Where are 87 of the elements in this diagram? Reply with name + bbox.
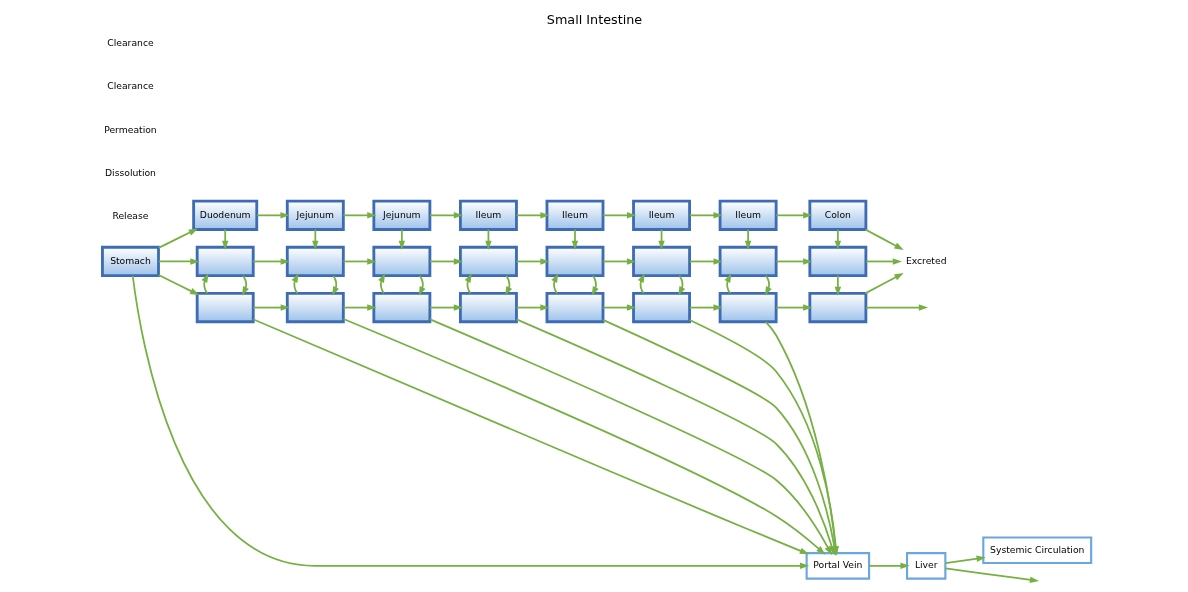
arrow xyxy=(201,273,208,295)
arrow xyxy=(863,228,904,250)
node-box: Colon xyxy=(807,199,867,231)
arrow xyxy=(764,274,772,296)
node-box xyxy=(371,291,431,324)
node-box xyxy=(718,291,778,324)
node-box xyxy=(195,245,255,278)
arrow xyxy=(504,274,512,296)
arrow xyxy=(428,318,832,556)
arrow xyxy=(864,304,928,311)
node-box: Systemic Circulation xyxy=(981,536,1092,565)
node-box: Jejunum xyxy=(371,199,431,231)
node-box: Jejunum xyxy=(285,199,345,231)
arrow xyxy=(221,228,228,250)
arrow xyxy=(723,273,731,295)
arrow xyxy=(744,228,751,250)
node-box: Portal Vein xyxy=(805,552,870,580)
arrow xyxy=(331,274,339,296)
arrow xyxy=(241,274,249,296)
node-box xyxy=(631,245,691,278)
node-box xyxy=(285,291,345,324)
label: Dissolution xyxy=(104,166,156,178)
node-box: Duodenum xyxy=(191,199,258,231)
node-box xyxy=(545,245,604,278)
arrow xyxy=(601,258,636,265)
node-box xyxy=(807,245,867,278)
arrow xyxy=(601,212,636,219)
node-box xyxy=(371,245,431,278)
arrow xyxy=(157,274,199,296)
arrow xyxy=(311,228,319,250)
arrow xyxy=(774,258,812,265)
arrow xyxy=(342,304,376,311)
arrow xyxy=(774,304,812,311)
label: Release xyxy=(111,210,148,222)
node-box: Ileum xyxy=(718,199,778,231)
label: Clearance xyxy=(106,37,154,49)
arrow xyxy=(255,212,290,219)
arrow xyxy=(834,274,841,297)
node-box: Ileum xyxy=(545,199,604,231)
arrow xyxy=(774,212,812,219)
node-box: Ileum xyxy=(631,199,691,231)
arrow xyxy=(418,274,426,296)
arrow xyxy=(864,258,902,265)
arrow xyxy=(428,258,463,265)
node-box: Stomach xyxy=(100,245,160,278)
arrow xyxy=(251,258,290,265)
node-box xyxy=(718,245,778,278)
arrow xyxy=(398,228,405,250)
arrow xyxy=(688,304,723,311)
node-box xyxy=(458,291,518,324)
node-box xyxy=(631,291,691,324)
arrow xyxy=(342,258,376,265)
node-box xyxy=(807,291,867,324)
arrow xyxy=(688,258,723,265)
arrow xyxy=(252,318,809,555)
arrow xyxy=(157,258,200,265)
node-box xyxy=(545,291,604,324)
arrow xyxy=(867,562,910,570)
label: Permeation xyxy=(103,123,157,135)
arrow xyxy=(601,304,636,311)
arrow xyxy=(428,304,463,311)
arrow xyxy=(591,274,599,296)
arrow xyxy=(944,555,986,565)
arrow xyxy=(515,212,550,219)
arrow xyxy=(550,273,558,295)
arrow xyxy=(834,228,841,250)
node-text: Excreted xyxy=(905,254,946,266)
arrow xyxy=(944,567,1039,584)
label: Clearance xyxy=(106,80,154,92)
node-box: Ileum xyxy=(458,199,518,231)
node-box xyxy=(458,245,518,278)
node-box xyxy=(285,245,345,278)
arrow xyxy=(688,212,723,219)
node-box: Liver xyxy=(905,552,946,580)
arrow xyxy=(515,304,550,311)
arrow xyxy=(863,273,904,295)
node-box xyxy=(195,291,255,324)
arrow xyxy=(515,258,550,265)
arrow xyxy=(571,228,578,250)
diagram-title: Small Intestine xyxy=(546,12,642,28)
arrow xyxy=(342,318,825,555)
arrow xyxy=(637,273,645,295)
arrow xyxy=(251,304,290,311)
arrow xyxy=(428,212,463,219)
arrow xyxy=(377,273,385,295)
arrow xyxy=(342,212,376,219)
arrow xyxy=(157,228,198,249)
